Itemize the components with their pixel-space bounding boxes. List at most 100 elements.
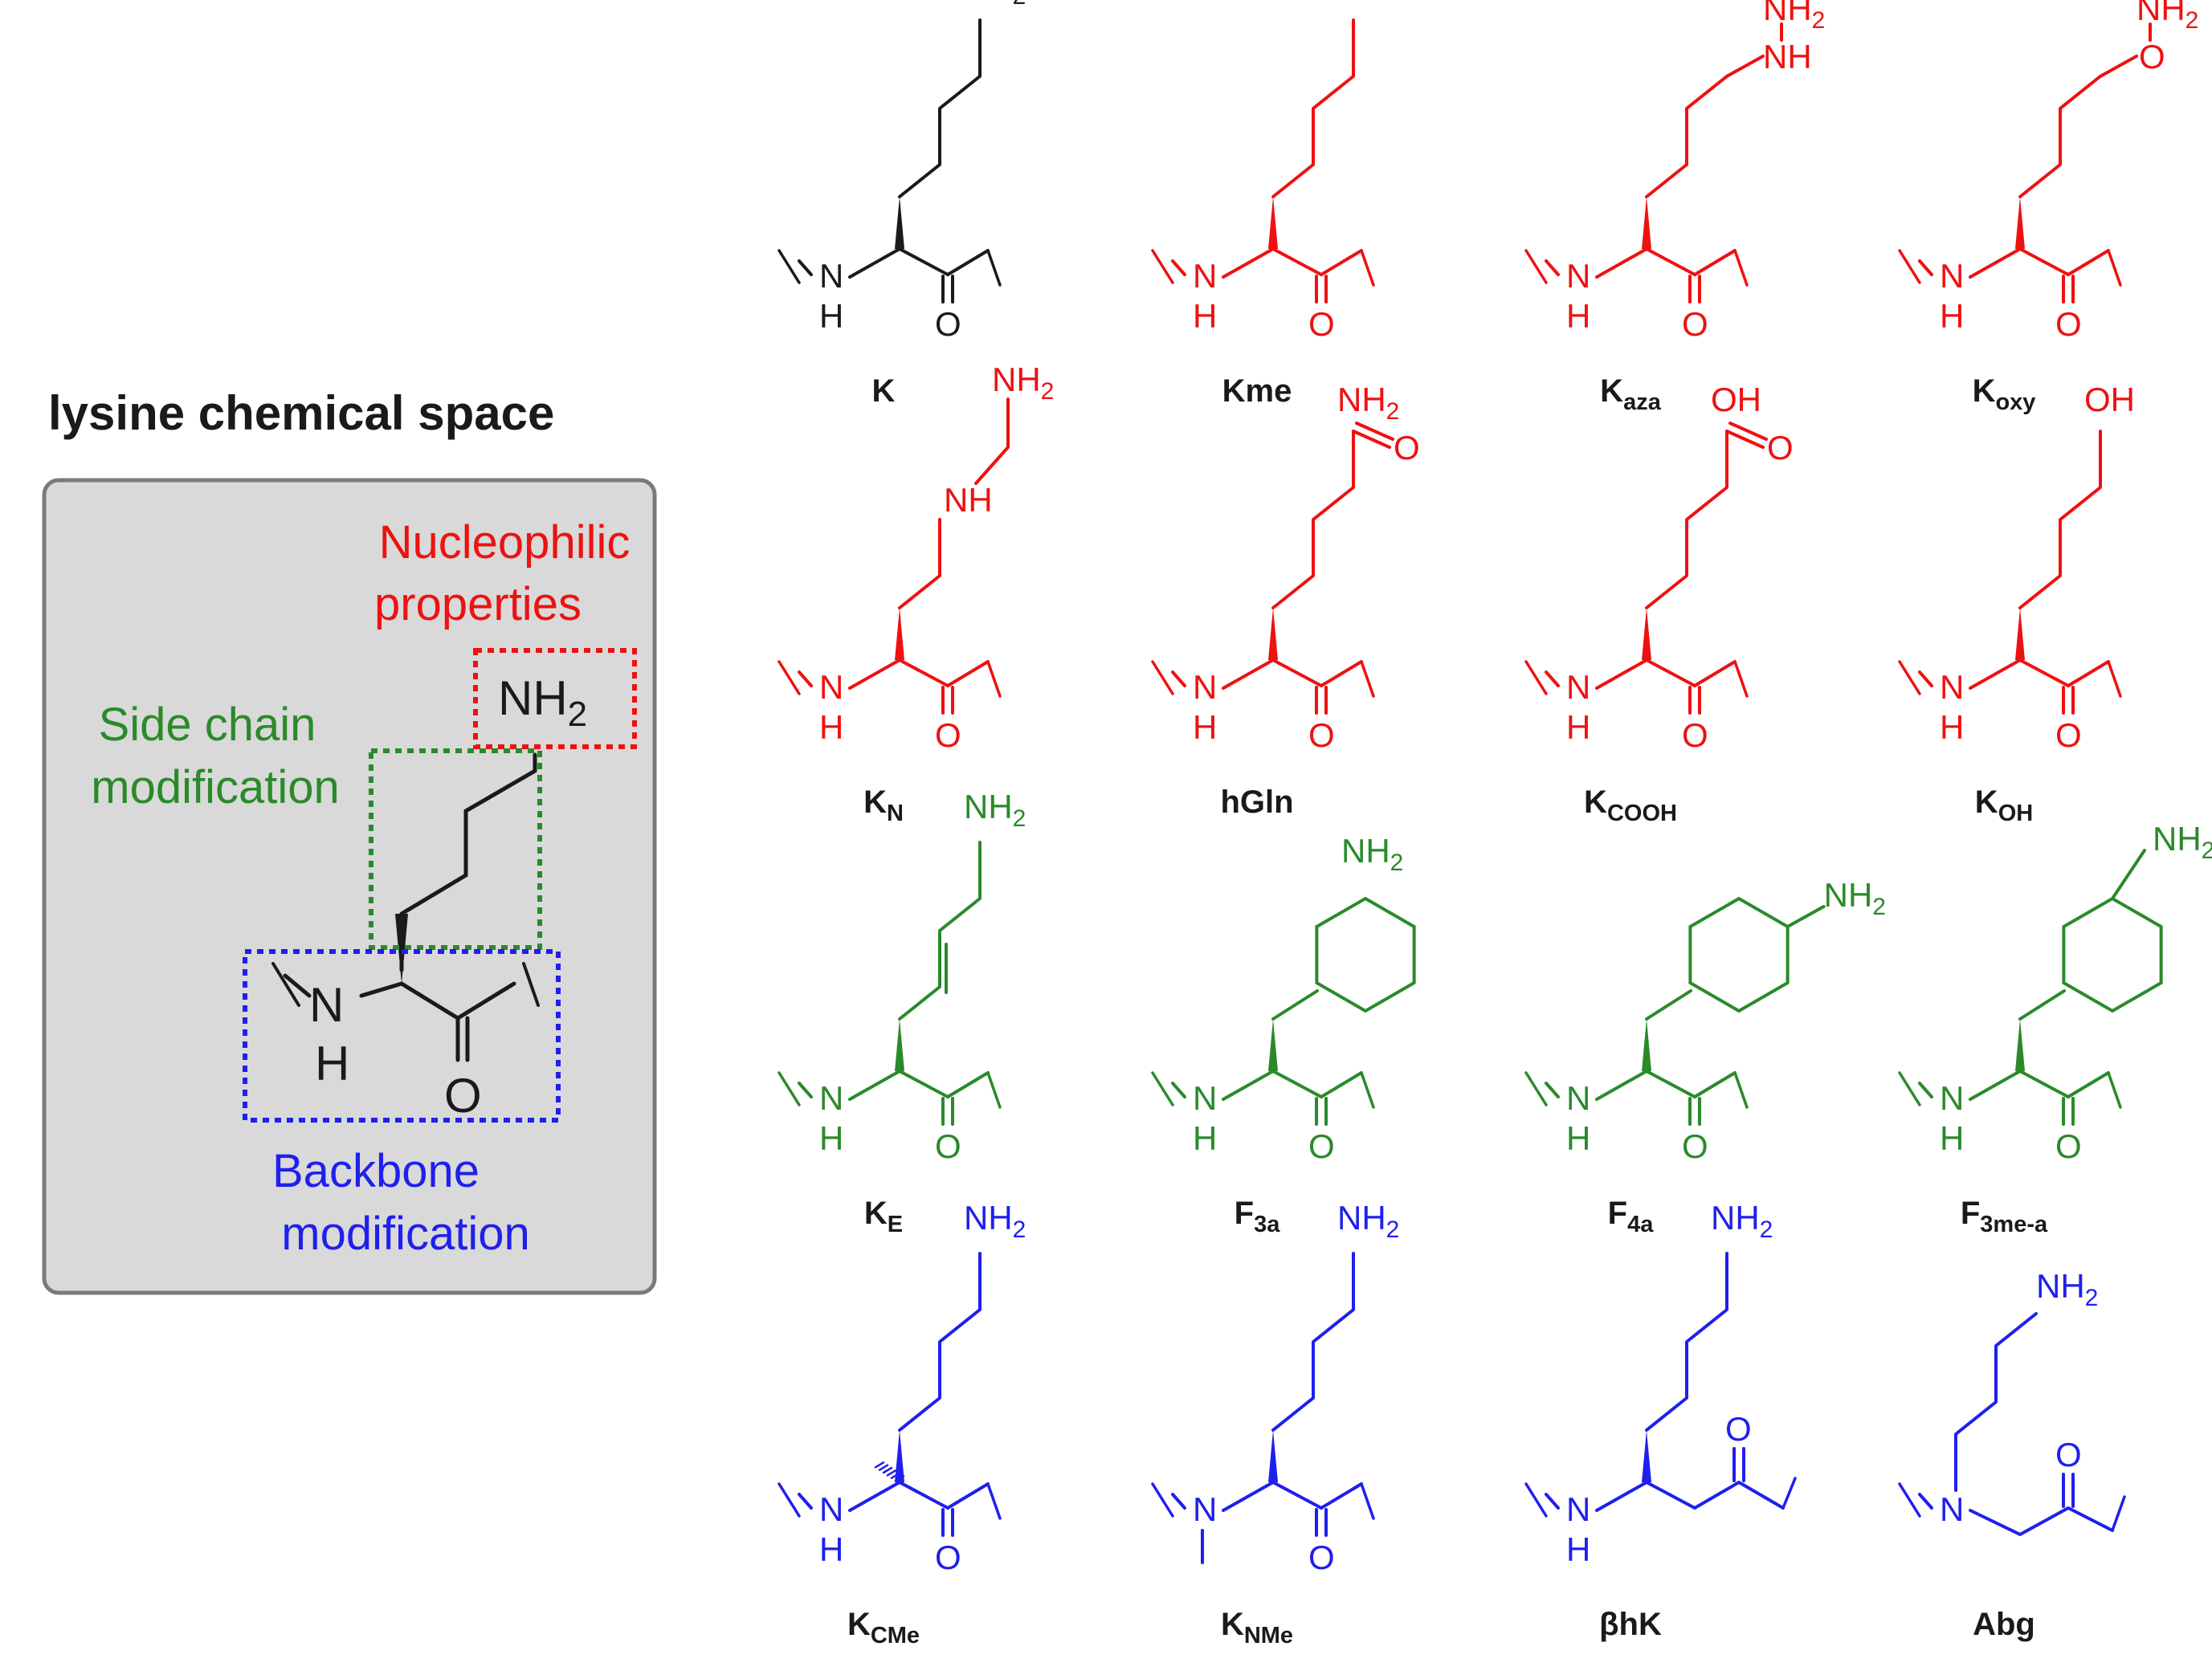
backbone-bond	[1969, 1070, 2022, 1101]
side-chain-bonds	[1954, 1312, 2038, 1492]
backbone-n-atom: N	[1566, 1490, 1590, 1528]
carbonyl-o-atom: O	[2055, 1127, 2082, 1165]
side-chain-bonds	[2018, 430, 2102, 609]
structure-name-KNMe: KNMe	[1221, 1607, 1293, 1649]
o-label: O	[1767, 429, 1794, 467]
stereo-wedge	[1268, 608, 1278, 660]
backbone-bond	[1918, 1082, 1933, 1098]
backbone-bond	[1693, 249, 1737, 276]
backbone-bond	[1271, 1070, 1323, 1098]
carbonyl-o-atom: O	[935, 716, 961, 754]
backbone-cap-left	[1151, 1482, 1174, 1518]
backbone-n-atom: N	[1193, 668, 1217, 706]
structure-name-F3mea: F3me-a	[1961, 1196, 2048, 1237]
backbone-nh-h-atom: H	[1940, 297, 1964, 335]
nh-label: NH	[1763, 38, 1812, 75]
backbone-bond	[1918, 1493, 1933, 1510]
carbonyl-o-atom: O	[1308, 716, 1335, 754]
backbone-bond	[1171, 1082, 1186, 1098]
hash-bond	[878, 1464, 889, 1471]
carbonyl-o-atom: O	[2055, 1436, 2082, 1473]
carbonyl-o-atom: O	[1725, 1410, 1752, 1448]
structure-name-K: K	[872, 373, 896, 409]
backbone-cap-left	[1151, 249, 1174, 284]
backbone-bond	[848, 1481, 901, 1512]
backbone-bond	[848, 247, 901, 279]
backbone-bond	[798, 1082, 813, 1098]
backbone-cap-left	[777, 249, 801, 284]
backbone-cap-left	[1524, 1482, 1548, 1518]
backbone-cap-left	[777, 1071, 801, 1106]
backbone-cap-right	[2107, 1071, 2122, 1109]
backbone-bond	[898, 1481, 949, 1510]
backbone-cap-left	[1898, 1482, 1921, 1518]
side-chain-bonds	[898, 1252, 982, 1432]
nh2-label: NH2	[964, 0, 1026, 10]
backbone-nh-h-atom: H	[819, 708, 843, 746]
benzene-ring	[2062, 896, 2163, 1013]
structure-name-Kaza: Kaza	[1600, 373, 1662, 415]
backbone-bond	[1545, 1493, 1560, 1510]
side-chain-bonds	[2018, 75, 2102, 198]
hash-bond	[894, 1474, 905, 1482]
structure-name-Koxy: Koxy	[1973, 373, 2036, 415]
backbone-bond	[1171, 259, 1186, 276]
backbone-cap-right	[1360, 660, 1375, 698]
backbone-cap-right	[986, 660, 1002, 698]
nhme-label: NH	[1333, 0, 1382, 7]
hash-bond	[886, 1469, 897, 1477]
backbone-cap-right	[1781, 1477, 1797, 1510]
backbone-cap-left	[1151, 660, 1174, 695]
backbone-bond	[798, 1493, 813, 1510]
structure-name-KE: KE	[864, 1196, 903, 1237]
side-chain-bond	[2099, 55, 2138, 78]
ch2-bond	[2111, 849, 2146, 900]
nh2-label: NH2	[2153, 820, 2212, 864]
structure-Kme: NHONHKme	[1151, 0, 1382, 409]
backbone-nh-h-atom: H	[1566, 1119, 1590, 1157]
panel-background	[42, 478, 657, 1295]
carbonyl-bond	[1352, 430, 1391, 449]
backbone-cap-right	[1733, 249, 1749, 287]
nucleophilic-highlight-box	[473, 648, 637, 749]
stereo-wedge	[1268, 1430, 1278, 1482]
backbone-bond	[2067, 249, 2110, 276]
nh2-label: NH2	[1337, 381, 1399, 425]
backbone-cap-left	[1524, 1071, 1548, 1106]
nh-label: NH	[944, 481, 993, 519]
oh-label: OH	[1711, 381, 1761, 418]
structure-name-KOH: KOH	[1975, 785, 2033, 826]
backbone-bond	[1222, 1481, 1275, 1512]
backbone-cap-left	[1898, 660, 1921, 695]
nh2-label: NH2	[1763, 0, 1825, 34]
backbone-bond	[1693, 660, 1737, 687]
backbone-cap-right	[1360, 1482, 1375, 1520]
side-chain-bonds	[1271, 18, 1355, 198]
hash-bond	[882, 1466, 893, 1474]
overview-carbonyl-o: O	[444, 1069, 482, 1123]
stereo-wedge	[1642, 1430, 1651, 1482]
side-chain-bonds	[1271, 430, 1355, 609]
backbone-n-atom: N	[1193, 1490, 1217, 1528]
backbone-bond	[848, 1070, 901, 1101]
backbone-bond	[1918, 670, 1933, 687]
backbone-bond	[1271, 247, 1323, 276]
backbone-bond	[1595, 1070, 1648, 1101]
stereo-wedge	[2015, 197, 2025, 249]
nh2-label: NH2	[1824, 876, 1886, 920]
backbone-cap-left	[1898, 249, 1921, 284]
backbone-cap-right	[2107, 249, 2122, 287]
backbone-cap-right	[2111, 1495, 2126, 1532]
backbone-n-atom: N	[819, 668, 843, 706]
backbone-cap-left	[777, 1482, 801, 1518]
carbonyl-bond	[1728, 422, 1768, 441]
backbone-bond	[898, 247, 949, 276]
nh2-label: NH2	[2136, 0, 2198, 34]
